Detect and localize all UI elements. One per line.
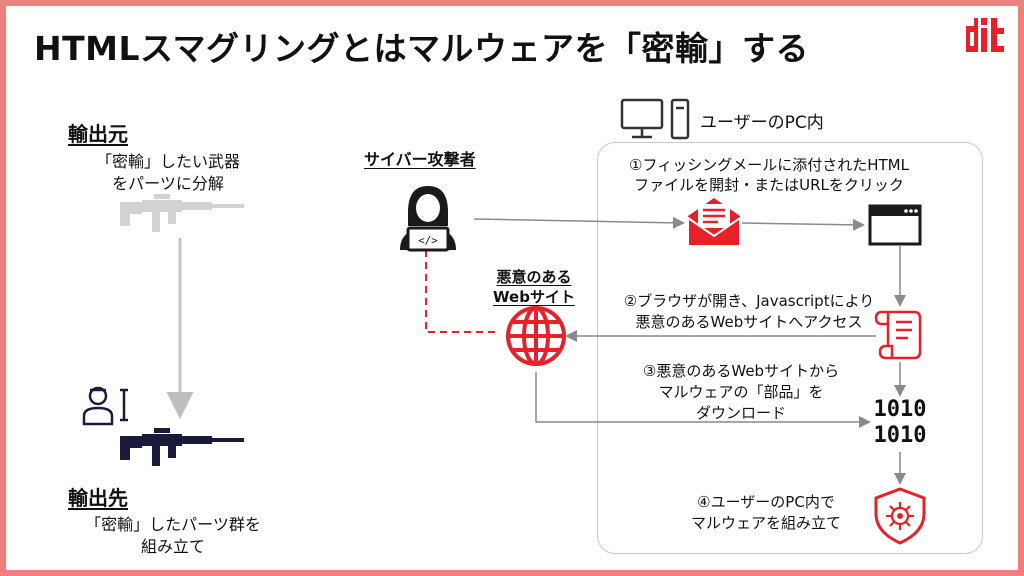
source-text-2: をパーツに分解: [112, 174, 224, 193]
dest-heading: 輸出先: [68, 486, 128, 510]
dest-text-1: 「密輸」したパーツ群を: [85, 515, 261, 534]
svg-text:</>: </>: [418, 234, 438, 247]
site-to-binary-arrow: [535, 372, 871, 428]
attacker-to-email-arrow: [473, 216, 685, 229]
step1-text-2: ファイルを開封・またはURLをクリック: [634, 176, 904, 194]
step3-text-3: ダウンロード: [695, 404, 786, 422]
computer-icon: [620, 98, 690, 140]
step4-text-1: ④ユーザーのPC内で: [697, 493, 835, 511]
globe-icon: [506, 306, 566, 366]
pc-label: ユーザーのPC内: [700, 113, 824, 133]
hacker-laptop-icon: </>: [400, 186, 456, 252]
mechanic-icon: [82, 386, 128, 426]
dit-logo-icon: [966, 18, 1004, 52]
step2-text-2: 悪意のあるWebサイトへアクセス: [635, 313, 863, 331]
step3-text-2: マルウェアの「部品」を: [658, 383, 824, 401]
step2-text-1: ②ブラウザが開き、Javascriptにより: [623, 292, 875, 310]
script-scroll-icon: [874, 310, 922, 360]
rifle-gray-icon: [120, 194, 244, 232]
step3-text-1: ③悪意のあるWebサイトから: [642, 362, 840, 380]
step4-text-2: マルウェアを組み立て: [690, 514, 841, 532]
envelope-icon: [687, 198, 741, 247]
site-label-1: 悪意のある: [496, 268, 572, 286]
source-text-1: 「密輸」したい武器: [95, 152, 240, 171]
step1-text-1: ①フィッシングメールに添付されたHTML: [629, 156, 909, 174]
user-pc-boundary: [597, 142, 983, 554]
site-label-2: Webサイト: [493, 288, 575, 306]
attacker-label: サイバー攻撃者: [364, 150, 476, 169]
binary-code-line-2: 1010: [873, 423, 927, 448]
binary-code-line-1: 1010: [873, 397, 927, 422]
shield-virus-icon: [874, 487, 926, 545]
browser-window-icon: [868, 204, 922, 246]
rifle-dark-icon: [120, 428, 244, 466]
source-heading: 輸出元: [68, 122, 128, 146]
attacker-site-dashed-link: [425, 250, 500, 333]
dest-text-2: 組み立て: [140, 537, 205, 556]
slide-canvas: HTMLスマグリングとはマルウェアを「密輸」する: [6, 6, 1018, 570]
flow-connectors: [166, 216, 906, 485]
slide-title: HTMLスマグリングとはマルウェアを「密輸」する: [34, 29, 810, 68]
email-to-browser-arrow: [741, 218, 865, 231]
